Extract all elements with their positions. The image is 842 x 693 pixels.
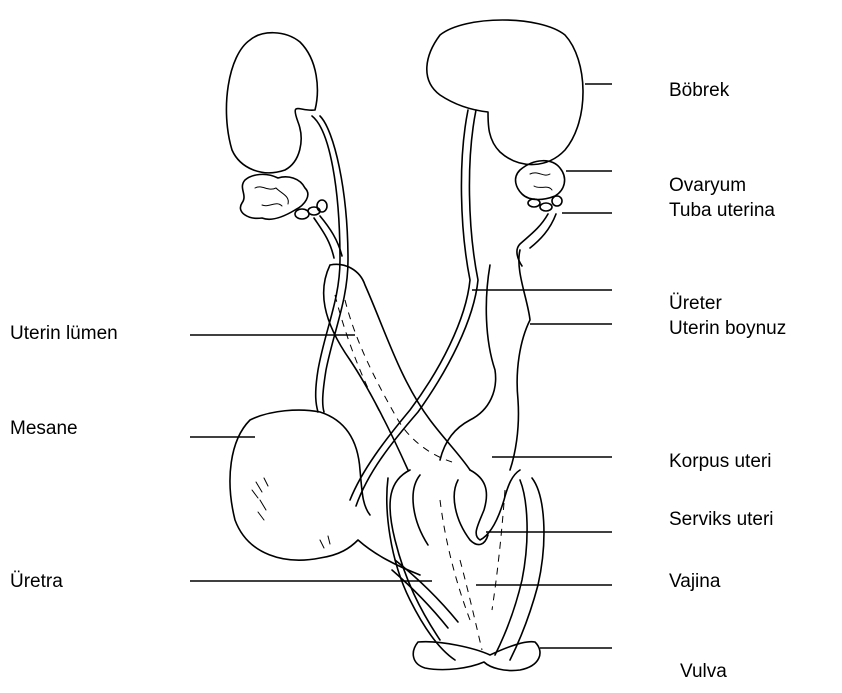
label-mesane: Mesane [10, 418, 78, 440]
right-tuba-uterina [517, 214, 556, 266]
label-ovaryum: Ovaryum [669, 175, 746, 197]
label-bobrek: Böbrek [669, 80, 729, 102]
label-serviks-uteri: Serviks uteri [669, 509, 774, 531]
vulva [413, 642, 540, 671]
label-ureter: Üreter [669, 293, 722, 315]
label-uterin-boynuz: Uterin boynuz [669, 318, 786, 340]
left-ureter [312, 116, 348, 412]
left-kidney [226, 33, 317, 173]
right-uterine-horn [440, 250, 530, 470]
vagina-dashes [440, 490, 505, 650]
label-uretra: Üretra [10, 571, 63, 593]
uterus-body [390, 470, 520, 640]
label-korpus-uteri: Korpus uteri [669, 451, 771, 473]
right-ureter [350, 110, 478, 506]
left-ovary [240, 174, 327, 219]
label-vulva: Vulva [680, 661, 727, 683]
left-tuba-uterina [314, 216, 342, 258]
vaginal-wall-left [387, 478, 455, 660]
label-tuba-uterina: Tuba uterina [669, 200, 775, 222]
label-uterin-lumen: Uterin lümen [10, 323, 118, 345]
urethra [392, 560, 458, 628]
bladder-shading [252, 478, 330, 548]
label-vajina: Vajina [669, 571, 720, 593]
right-ovary [516, 161, 565, 211]
left-horn-lumen-dashes [335, 295, 452, 462]
right-kidney [427, 20, 583, 165]
